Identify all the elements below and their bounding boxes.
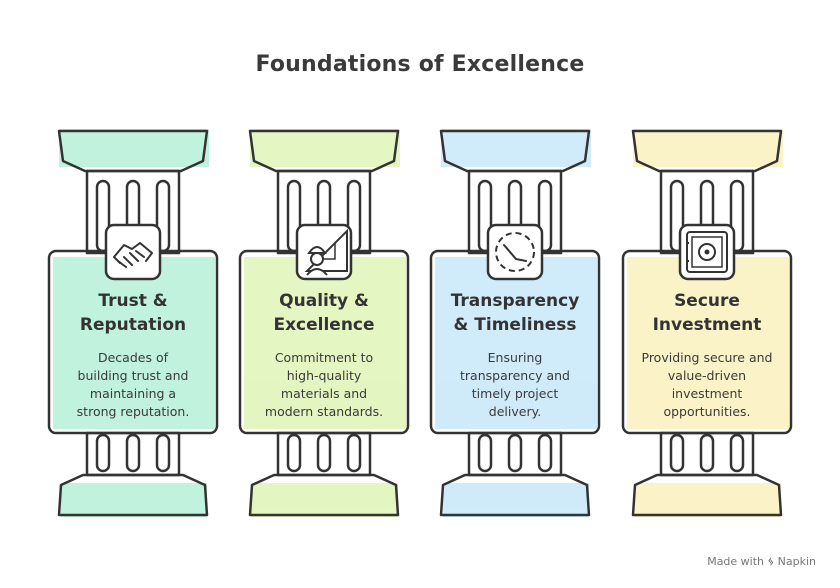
made-with-label: Made with <box>707 555 765 568</box>
pillar-heading: Transparency & Timeliness <box>450 291 580 335</box>
handshake-icon <box>104 223 162 281</box>
pillar-quality-excellence: Quality & Excellence Commitment to high-… <box>238 125 410 525</box>
safe-icon <box>678 223 736 281</box>
pillar-description: Commitment to high-quality materials and… <box>264 350 384 419</box>
diagram-title: Foundations of Excellence <box>255 52 585 77</box>
napkin-logo-icon: ᛃ <box>767 555 775 568</box>
engineer-icon <box>295 223 353 281</box>
pillar-description: Decades of building trust and maintainin… <box>76 350 190 419</box>
pillar-graphic <box>429 129 601 517</box>
napkin-brand-label: Napkin <box>777 555 816 568</box>
pillar-trust-reputation: Trust & Reputation Decades of building t… <box>47 125 219 525</box>
pillar-heading: Trust & Reputation <box>79 291 187 335</box>
pillar-graphic <box>238 129 410 517</box>
pillar-description: Ensuring transparency and timely project… <box>460 350 570 419</box>
pillar-transparency-timeliness: Transparency & Timeliness Ensuring trans… <box>429 125 601 525</box>
pillar-heading: Quality & Excellence <box>273 291 375 335</box>
napkin-attribution[interactable]: Made with ᛃ Napkin <box>707 555 816 568</box>
pillar-secure-investment: Secure Investment Providing secure and v… <box>621 125 793 525</box>
pillar-description: Providing secure and value-driven invest… <box>641 350 773 419</box>
timer-icon <box>486 223 544 281</box>
pillar-graphic <box>621 129 793 517</box>
pillar-heading: Secure Investment <box>652 291 762 335</box>
